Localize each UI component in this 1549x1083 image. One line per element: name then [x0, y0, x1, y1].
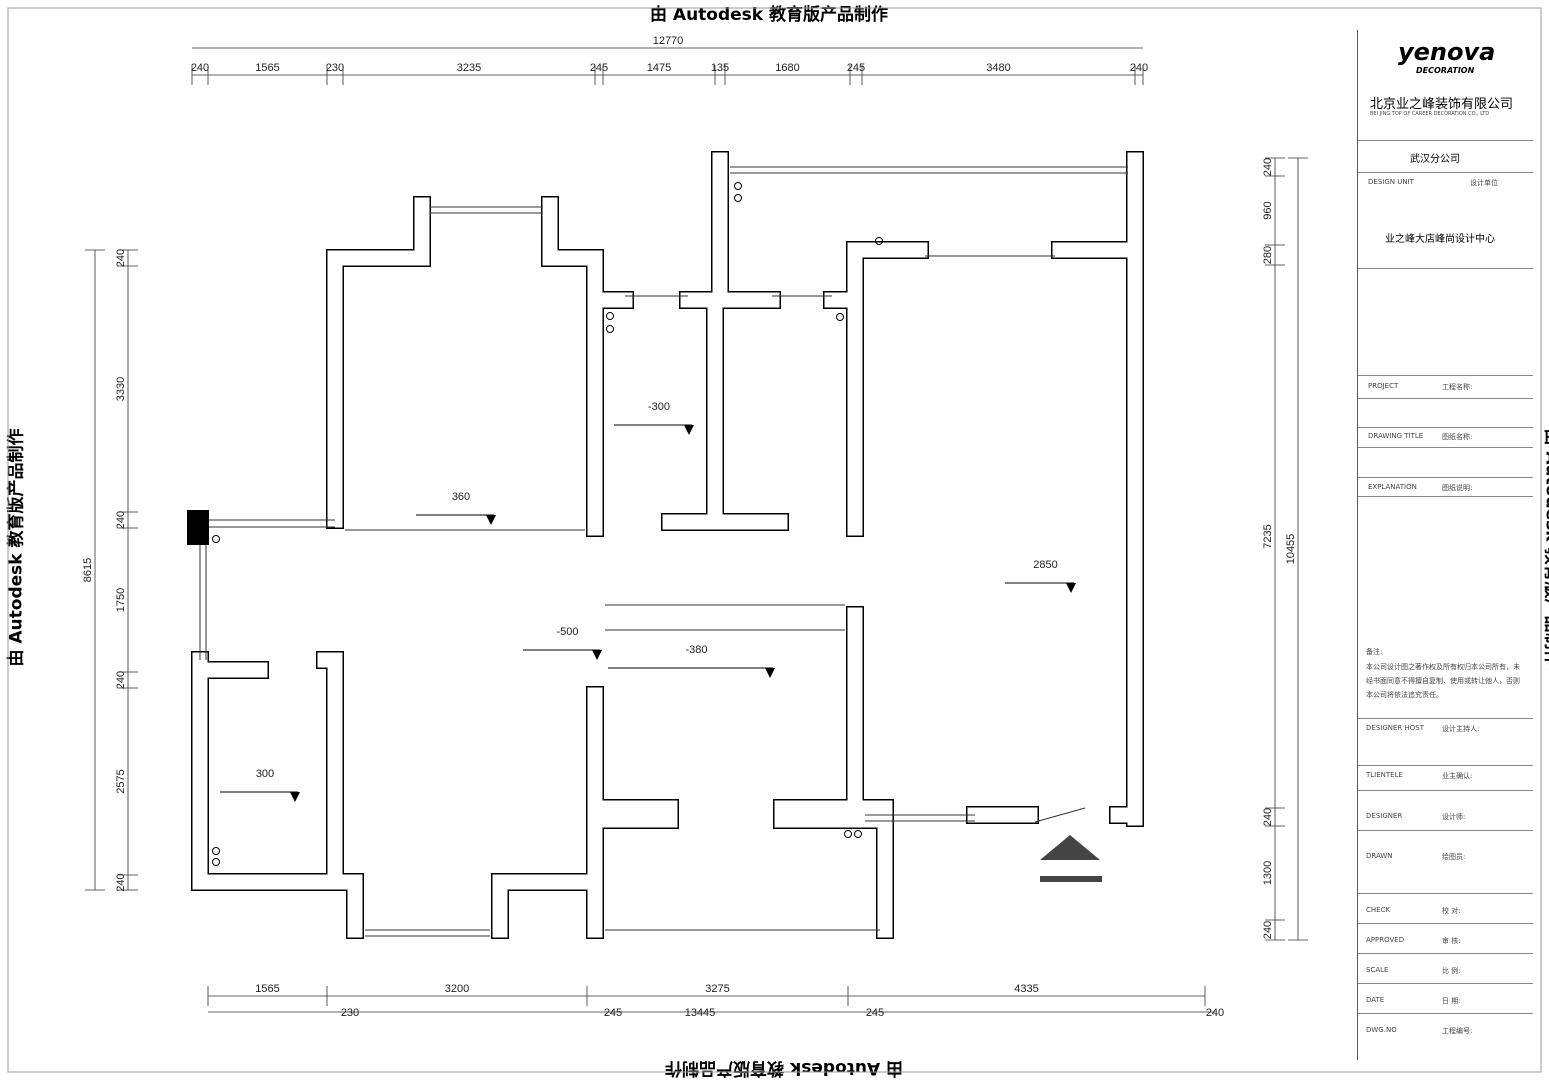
logo-sub: DECORATION	[1416, 66, 1475, 75]
dimension-label: 245	[866, 1007, 884, 1019]
dimension-total-top: 12770	[653, 35, 684, 47]
level-label: -500	[556, 626, 578, 638]
dimension-label: 245	[590, 62, 608, 74]
dimension-label: 960	[1262, 201, 1274, 219]
title-block: yenova DECORATION 北京业之峰装饰有限公司 BEI JING T…	[1357, 30, 1533, 1060]
dimension-label: 3330	[115, 377, 127, 401]
dimension-label: 1680	[775, 62, 799, 74]
dimension-label: 1565	[255, 62, 279, 74]
dimension-label: 245	[847, 62, 865, 74]
level-label: -380	[685, 644, 707, 656]
dimension-label: 240	[1262, 158, 1274, 176]
dimension-label: 280	[1262, 246, 1274, 264]
north-arrow-icon	[1040, 835, 1102, 882]
field-label-cn: 设计师:	[1442, 813, 1466, 821]
dimension-label: 135	[711, 62, 729, 74]
dimension-label: 1750	[115, 588, 127, 612]
dimension-label: 8615	[82, 558, 94, 582]
dimension-label: 2575	[115, 769, 127, 793]
field-label: SCALE	[1366, 966, 1389, 974]
fixture-icon	[606, 325, 614, 333]
level-label: -300	[648, 401, 670, 413]
fixture-icon	[212, 535, 220, 543]
dimension-label: 13445	[685, 1007, 716, 1019]
fixture-icon	[734, 194, 742, 202]
project-label: PROJECT	[1368, 382, 1399, 390]
project-label-cn: 工程名称:	[1442, 383, 1473, 391]
field-label-cn: 审 核:	[1442, 937, 1461, 945]
fixture-icon	[734, 182, 742, 190]
dimension-label: 240	[115, 511, 127, 529]
fixture-icon	[836, 313, 844, 321]
field-label-cn: 绘图员:	[1442, 853, 1466, 861]
dimension-label: 10455	[1285, 534, 1297, 565]
field-label: DATE	[1366, 996, 1385, 1004]
level-marker-icon	[486, 515, 496, 525]
field-label-cn: 比 例:	[1442, 967, 1461, 975]
field-label: DESIGNER HOST	[1366, 724, 1424, 732]
dimension-label: 7235	[1262, 524, 1274, 548]
dimension-label: 240	[1206, 1007, 1224, 1019]
note-title: 备注:	[1366, 648, 1383, 656]
dimension-label: 240	[1262, 921, 1274, 939]
design-center: 业之峰大店峰尚设计中心	[1385, 234, 1495, 245]
field-label: DRAWN	[1366, 852, 1393, 860]
field-label: TLIENTELE	[1366, 771, 1403, 779]
dimension-label: 240	[115, 873, 127, 891]
level-marker-icon	[765, 668, 775, 678]
dimension-label: 240	[191, 62, 209, 74]
company-name-en: BEI JING TOP OF CAREER DECORATION CO., L…	[1370, 111, 1490, 117]
branch: 武汉分公司	[1410, 154, 1460, 165]
dimension-label: 240	[115, 671, 127, 689]
drawing-title-label: DRAWING TITLE	[1368, 432, 1424, 440]
field-label-cn: 日 期:	[1442, 997, 1461, 1005]
note-text: 本公司设计图之著作权及所有权归本公司所有，未经书面同意不得擅自复制、使用或转让他…	[1366, 663, 1520, 699]
explanation-label-cn: 图纸说明:	[1442, 484, 1473, 492]
dimension-label: 240	[115, 249, 127, 267]
level-label: 360	[452, 491, 470, 503]
dimension-label: 230	[326, 62, 344, 74]
dimension-label: 230	[341, 1007, 359, 1019]
level-marker-icon	[290, 792, 300, 802]
dimension-label: 1565	[255, 983, 279, 995]
design-unit-label: DESIGN UNIT	[1368, 178, 1414, 186]
fixture-icon	[854, 830, 862, 838]
fixture-icon	[212, 858, 220, 866]
company-name: 北京业之峰装饰有限公司	[1370, 97, 1514, 112]
dimension-label: 3200	[445, 983, 469, 995]
watermark-top: 由 Autodesk 教育版产品制作	[650, 5, 889, 25]
level-label: 2850	[1033, 559, 1057, 571]
dimension-label: 3480	[986, 62, 1010, 74]
explanation-label: EXPLANATION	[1368, 483, 1417, 491]
field-label-cn: 工程编号:	[1442, 1027, 1473, 1035]
fixture-icon	[875, 237, 883, 245]
field-label: CHECK	[1366, 906, 1391, 914]
level-marker-icon	[684, 425, 694, 435]
dimension-label: 245	[604, 1007, 622, 1019]
dimension-label: 4335	[1014, 983, 1038, 995]
dimension-label: 240	[1262, 808, 1274, 826]
column	[187, 510, 209, 545]
dimension-label: 1475	[647, 62, 671, 74]
design-unit-label-cn: 设计单位	[1470, 179, 1498, 187]
field-label: APPROVED	[1366, 936, 1405, 944]
dimension-label: 1300	[1262, 861, 1274, 885]
field-label: DWG.NO	[1366, 1026, 1397, 1034]
fixture-icon	[606, 312, 614, 320]
field-label-cn: 业主确认:	[1442, 772, 1473, 780]
dimension-label: 3235	[457, 62, 481, 74]
field-label: DESIGNER	[1366, 812, 1403, 820]
level-marker-icon	[1066, 583, 1076, 593]
field-label-cn: 设计主持人:	[1442, 725, 1480, 733]
fixture-icon	[844, 830, 852, 838]
drawing-title-label-cn: 图纸名称:	[1442, 433, 1473, 441]
field-label-cn: 校 对:	[1442, 907, 1461, 915]
fixture-icon	[212, 847, 220, 855]
dimension-label: 240	[1130, 62, 1148, 74]
level-label: 300	[256, 768, 274, 780]
level-marker-icon	[592, 650, 602, 660]
dimension-label: 3275	[705, 983, 729, 995]
logo: yenova	[1398, 38, 1496, 66]
